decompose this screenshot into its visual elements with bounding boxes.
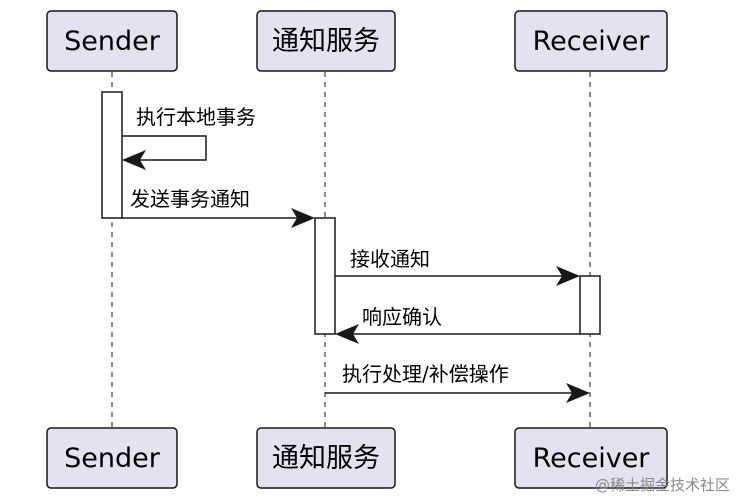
- message-label: 执行处理/补偿操作: [342, 362, 509, 386]
- participant-receiver-top: Receiver: [514, 10, 668, 72]
- message-label: 接收通知: [350, 247, 430, 271]
- participant-label: Sender: [64, 443, 161, 474]
- participant-label: Receiver: [533, 443, 651, 474]
- message-receive-notification: 接收通知: [335, 247, 580, 286]
- message-process-compensate: 执行处理/补偿操作: [325, 362, 590, 403]
- watermark: @稀土掘金技术社区: [595, 476, 730, 494]
- participant-notify-bottom: 通知服务: [256, 427, 396, 489]
- message-send-notification: 发送事务通知: [122, 187, 315, 228]
- participant-sender-bottom: Sender: [46, 427, 178, 489]
- message-label: 执行本地事务: [136, 105, 256, 129]
- activation-notify: [314, 217, 336, 335]
- activation-receiver: [579, 275, 601, 335]
- message-label: 发送事务通知: [130, 187, 250, 211]
- participant-label: Sender: [64, 26, 161, 57]
- participant-sender-top: Sender: [46, 10, 178, 72]
- participant-label: 通知服务: [272, 26, 380, 57]
- participant-notify-top: 通知服务: [256, 10, 396, 72]
- message-label: 响应确认: [362, 305, 442, 329]
- activation-sender: [101, 91, 123, 219]
- participant-label: Receiver: [533, 26, 651, 57]
- participant-label: 通知服务: [272, 443, 380, 474]
- participant-receiver-bottom: Receiver: [514, 427, 668, 489]
- message-ack-response: 响应确认: [335, 305, 580, 344]
- message-self-local-transaction: 执行本地事务: [122, 105, 256, 170]
